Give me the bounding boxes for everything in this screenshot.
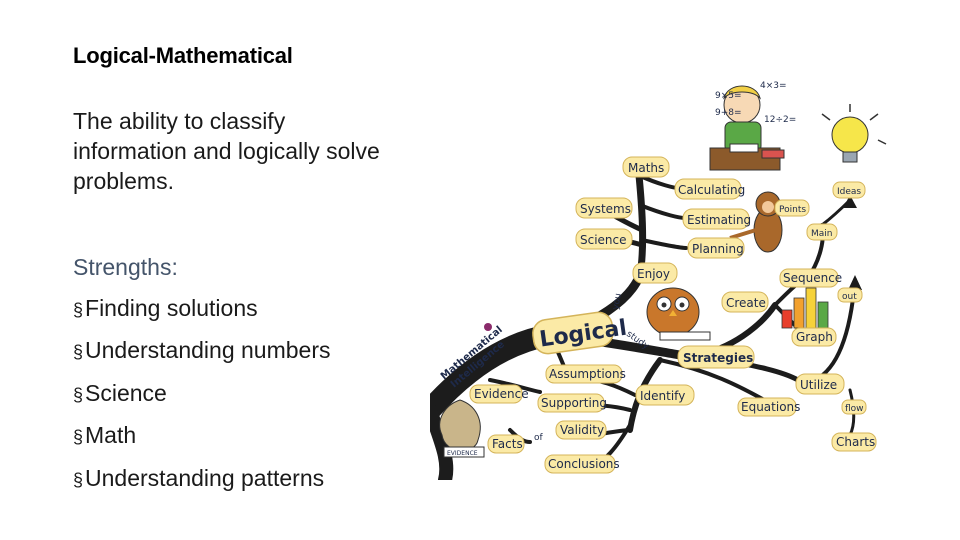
- branch-label-sequence: Sequence: [783, 271, 842, 285]
- strength-text: Math: [85, 422, 137, 448]
- mind-map-illustration: 9×5= 4×3= 9+8= 12÷2=: [430, 81, 887, 480]
- strength-item: §Understanding patterns: [73, 458, 413, 501]
- branch-label-you: you: [611, 292, 624, 310]
- strength-text: Understanding patterns: [85, 464, 325, 491]
- mind-map-labels: Mathematical Intelligence Logical Maths …: [439, 156, 877, 474]
- branch-label-science: Science: [580, 233, 627, 247]
- strength-item: §Finding solutions: [73, 288, 413, 331]
- branch-label-calculating: Calculating: [678, 183, 745, 197]
- monkey-figure: [729, 191, 783, 253]
- pin-icon: [484, 323, 492, 331]
- branch-label-identify: Identify: [640, 389, 685, 403]
- branch-label-points: Points: [779, 205, 806, 215]
- branch-label-assumptions: Assumptions: [549, 367, 626, 381]
- strength-text: Understanding numbers: [85, 337, 331, 363]
- bullet-icon: §: [73, 384, 84, 405]
- branch-label-estimating: Estimating: [687, 213, 751, 227]
- evidence-bag-label: EVIDENCE: [447, 450, 478, 457]
- strength-item: §Understanding numbers: [73, 330, 413, 373]
- branch-label-charts: Charts: [836, 435, 875, 449]
- branch-label-validity: Validity: [560, 423, 604, 437]
- branch-label-conclusions: Conclusions: [548, 457, 620, 471]
- svg-text:4×3=: 4×3=: [760, 81, 787, 91]
- strength-text: Finding solutions: [85, 294, 258, 321]
- student-figure: 9×5= 4×3= 9+8= 12÷2=: [709, 81, 796, 171]
- owl-figure: [646, 287, 711, 341]
- branch-label-graph: Graph: [796, 330, 833, 344]
- branch-label-flow: flow: [845, 404, 864, 414]
- branch-label-facts: Facts: [492, 437, 523, 451]
- strength-item: §Math: [73, 415, 413, 458]
- evidence-bag-icon: EVIDENCE: [439, 399, 485, 458]
- bullet-icon: §: [73, 469, 84, 490]
- branch-label-of: of: [534, 433, 544, 443]
- strengths-list: Strengths: §Finding solutions §Understan…: [73, 247, 413, 500]
- branch-label-systems: Systems: [580, 202, 631, 216]
- branch-label-create: Create: [726, 296, 766, 310]
- branch-label-maths: Maths: [628, 161, 664, 175]
- bullet-icon: §: [73, 299, 84, 320]
- branch-label-out: out: [842, 292, 857, 302]
- branch-label-supporting: Supporting: [541, 396, 607, 410]
- branch-label-utilize: Utilize: [800, 378, 837, 392]
- branch-label-planning: Planning: [692, 242, 744, 256]
- strength-item: §Science: [73, 373, 413, 416]
- bullet-icon: §: [73, 427, 84, 447]
- branch-label-equations: Equations: [741, 400, 800, 414]
- branch-label-evidence: Evidence: [474, 387, 529, 401]
- branch-label-main: Main: [811, 229, 833, 239]
- strengths-heading: Strengths:: [73, 254, 178, 280]
- lightbulb-icon: [821, 104, 887, 163]
- svg-text:12÷2=: 12÷2=: [764, 115, 796, 125]
- branch-label-ideas: Ideas: [837, 187, 861, 197]
- slide-title: Logical-Mathematical: [73, 43, 293, 68]
- svg-text:9×5=: 9×5=: [715, 91, 742, 101]
- svg-text:9+8=: 9+8=: [715, 108, 742, 118]
- strength-text: Science: [85, 379, 167, 406]
- slide-description: The ability to classify information and …: [73, 108, 380, 194]
- arrow-heads: [843, 195, 862, 290]
- branch-label-strategies: Strategies: [683, 351, 753, 365]
- bullet-icon: §: [73, 342, 84, 362]
- branch-label-enjoy: Enjoy: [637, 267, 670, 281]
